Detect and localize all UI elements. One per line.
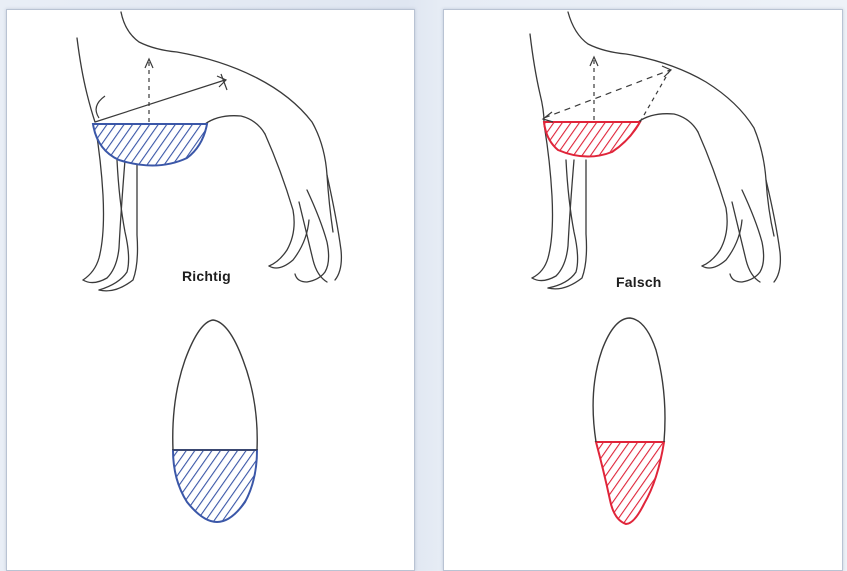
- chest-area-wrong: [544, 122, 640, 157]
- chest-cross-section-wrong: [593, 318, 665, 524]
- panel-wrong: Falsch: [443, 9, 843, 571]
- measurement-arrows: [95, 59, 227, 122]
- caption-correct: Richtig: [182, 268, 231, 284]
- chest-cross-section-correct: [173, 320, 257, 522]
- panel-correct: Richtig: [6, 9, 415, 571]
- dog-diagram-wrong: [444, 10, 842, 570]
- chest-area-correct: [93, 124, 207, 166]
- measurement-arrows: [543, 57, 671, 122]
- caption-wrong: Falsch: [616, 274, 662, 290]
- dog-diagram-correct: [7, 10, 414, 570]
